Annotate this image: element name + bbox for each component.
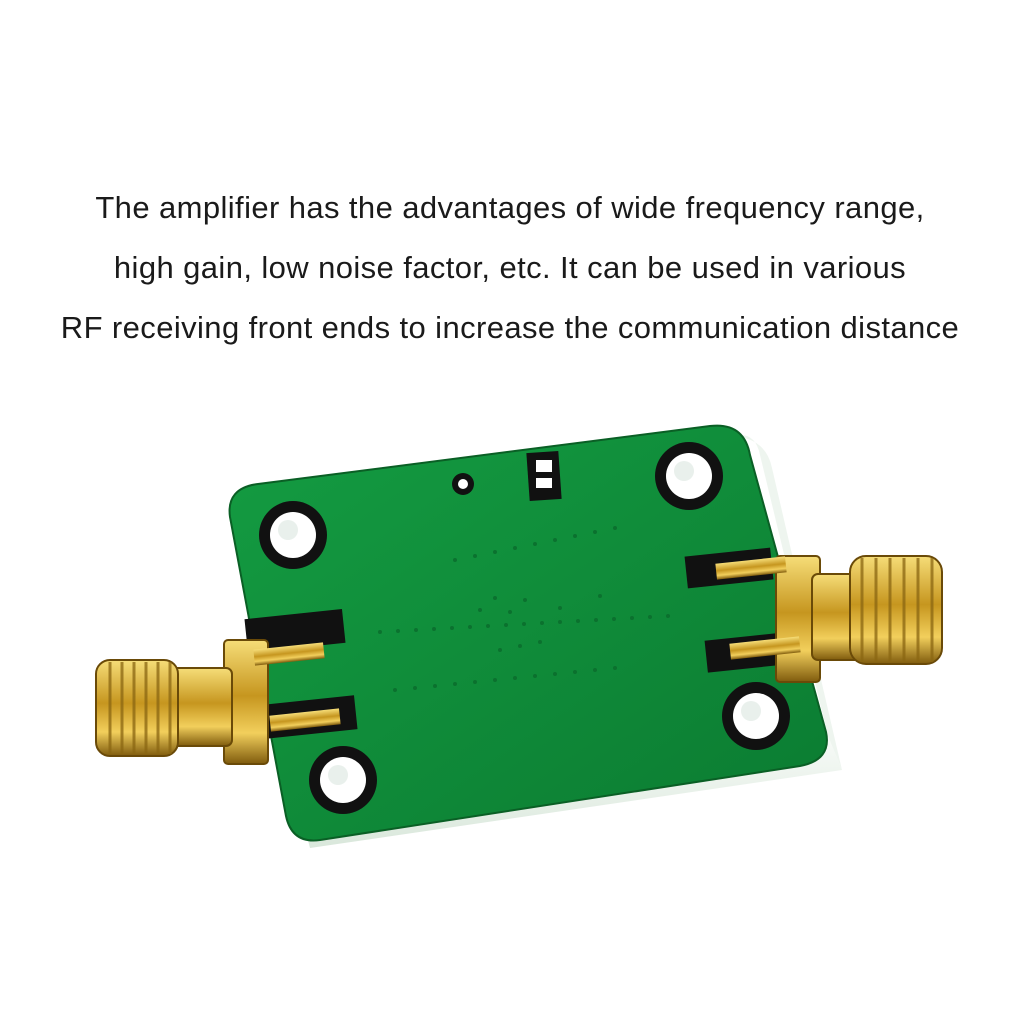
- pcb-board: [228, 424, 828, 842]
- caption-line-1: The amplifier has the advantages of wide…: [95, 190, 925, 225]
- caption-line-2: high gain, low noise factor, etc. It can…: [113, 250, 907, 285]
- product-caption: The amplifier has the advantages of wide…: [0, 178, 1020, 358]
- mounting-hole-top-left: [259, 501, 327, 569]
- left-sma-connector: [95, 639, 341, 765]
- caption-line-3: RF receiving front ends to increase the …: [60, 310, 960, 345]
- power-pads: [526, 450, 562, 502]
- mounting-hole-bottom-right: [722, 682, 790, 750]
- mounting-hole-top-right: [655, 442, 723, 510]
- power-via: [452, 473, 474, 495]
- mounting-hole-bottom-left: [309, 746, 377, 814]
- right-sma-connector: [715, 555, 943, 683]
